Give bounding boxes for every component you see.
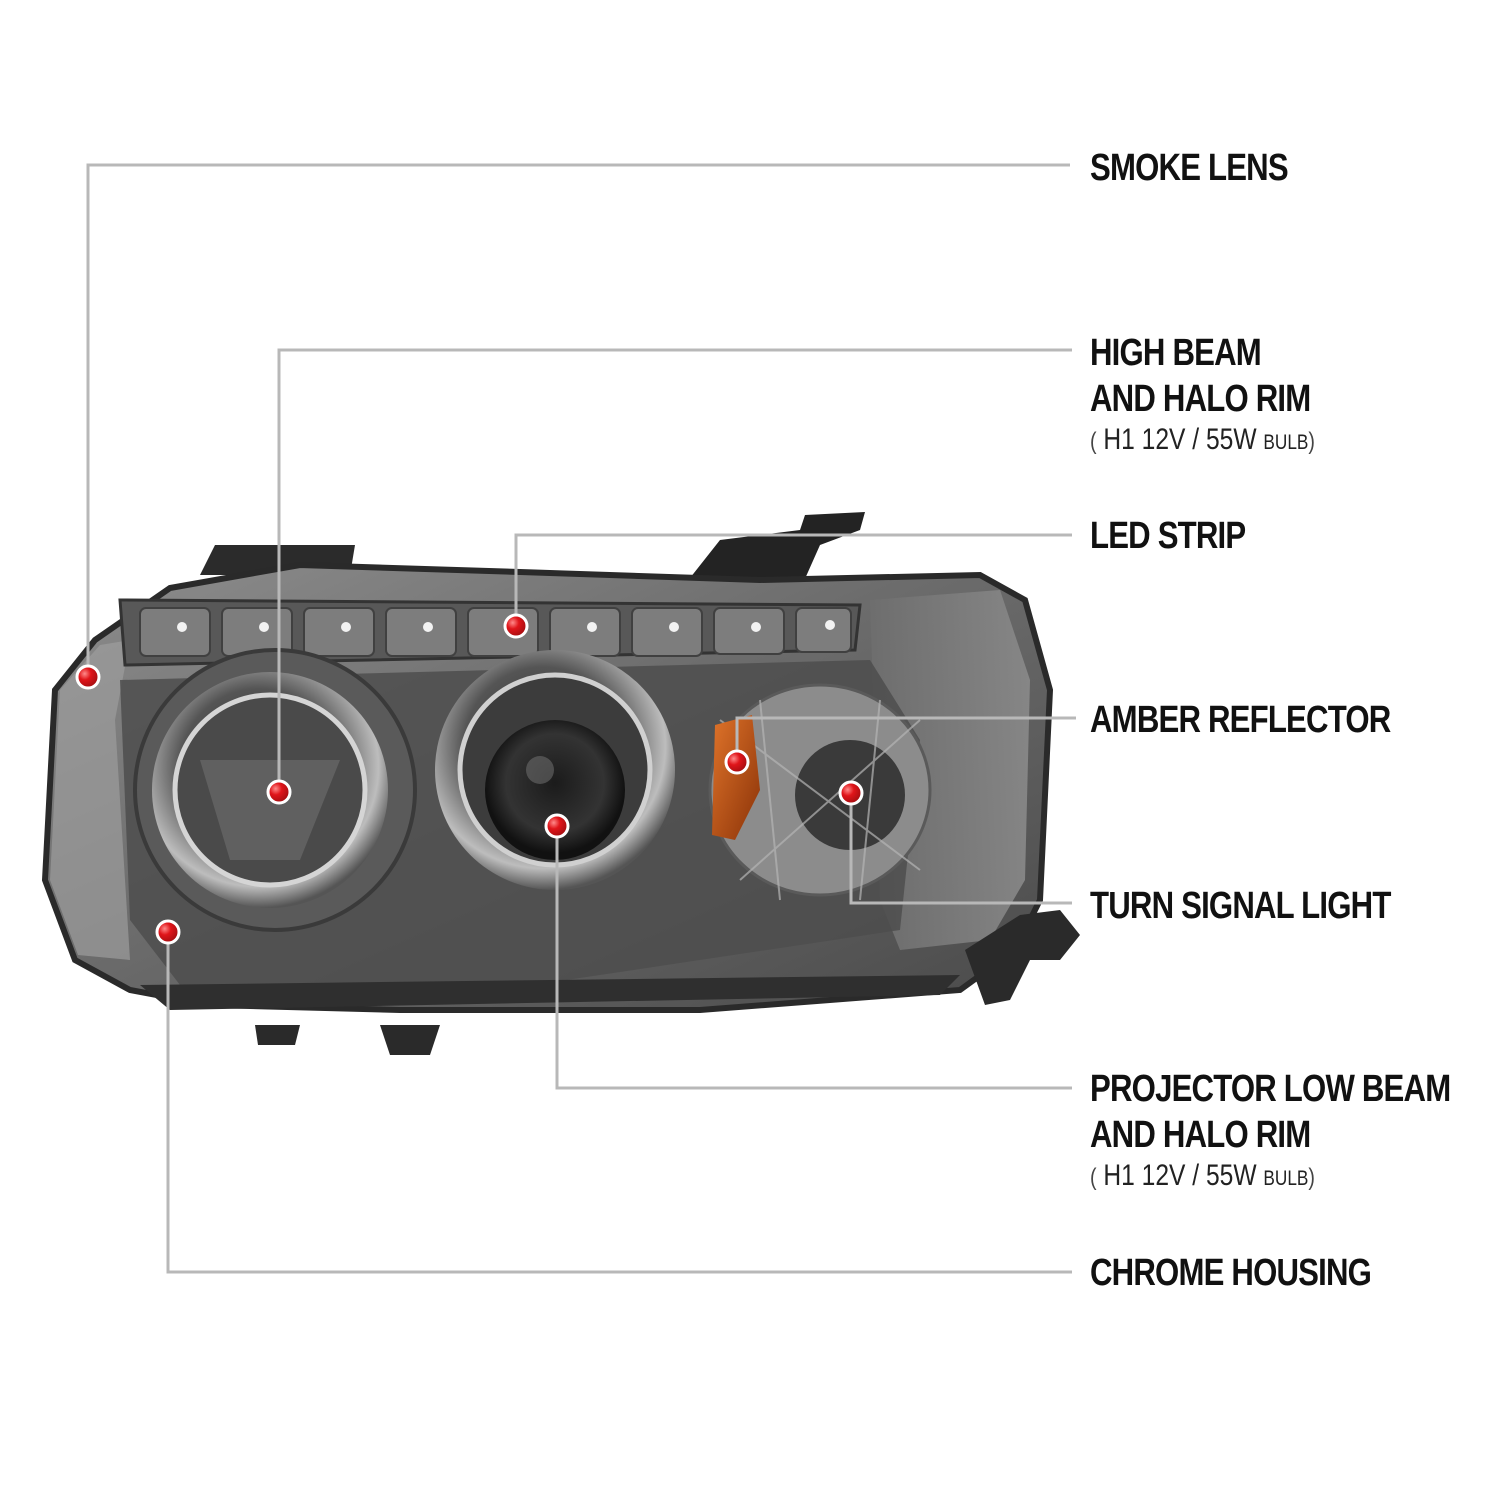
leader-line-amber-reflector	[735, 716, 1076, 762]
leader-line-smoke-lens	[86, 163, 1070, 677]
label-turn-signal: TURN SIGNAL LIGHT	[1090, 883, 1391, 929]
leader-line-turn-signal	[849, 793, 1072, 905]
marker-projector-low-beam	[544, 813, 570, 839]
leader-lines	[86, 163, 1076, 1274]
marker-high-beam	[266, 779, 292, 805]
marker-chrome-housing	[155, 919, 181, 945]
headlight-image	[41, 512, 1080, 1055]
label-chrome-housing: CHROME HOUSING	[1090, 1250, 1372, 1296]
leader-line-high-beam	[277, 348, 1072, 792]
label-led-strip-text: LED STRIP	[1090, 515, 1246, 557]
leader-line-led-strip	[514, 533, 1072, 626]
label-projector-low-beam: PROJECTOR LOW BEAM AND HALO RIM ( H1 12V…	[1090, 1066, 1451, 1197]
label-smoke-lens: SMOKE LENS	[1090, 145, 1289, 191]
label-amber-reflector-text: AMBER REFLECTOR	[1090, 699, 1391, 741]
markers	[75, 613, 864, 945]
marker-amber-reflector	[724, 749, 750, 775]
label-high-beam: HIGH BEAM AND HALO RIM ( H1 12V / 55W BU…	[1090, 330, 1315, 461]
leader-line-chrome-housing	[166, 935, 1072, 1274]
marker-turn-signal	[838, 780, 864, 806]
marker-led-strip	[503, 613, 529, 639]
label-led-strip: LED STRIP	[1090, 513, 1246, 559]
marker-smoke-lens	[75, 664, 101, 690]
label-turn-signal-text: TURN SIGNAL LIGHT	[1090, 885, 1391, 927]
label-projector-low-beam-spec: ( H1 12V / 55W BULB)	[1090, 1159, 1315, 1192]
leader-line-projector-low-beam	[555, 826, 1072, 1090]
label-smoke-lens-text: SMOKE LENS	[1090, 147, 1289, 189]
label-high-beam-line1: HIGH BEAM	[1090, 332, 1262, 374]
label-high-beam-line2: AND HALO RIM	[1090, 378, 1311, 420]
label-projector-low-beam-line1: PROJECTOR LOW BEAM	[1090, 1068, 1451, 1110]
label-projector-low-beam-line2: AND HALO RIM	[1090, 1114, 1311, 1156]
label-high-beam-spec: ( H1 12V / 55W BULB)	[1090, 423, 1315, 456]
label-amber-reflector: AMBER REFLECTOR	[1090, 697, 1391, 743]
label-chrome-housing-text: CHROME HOUSING	[1090, 1252, 1372, 1294]
